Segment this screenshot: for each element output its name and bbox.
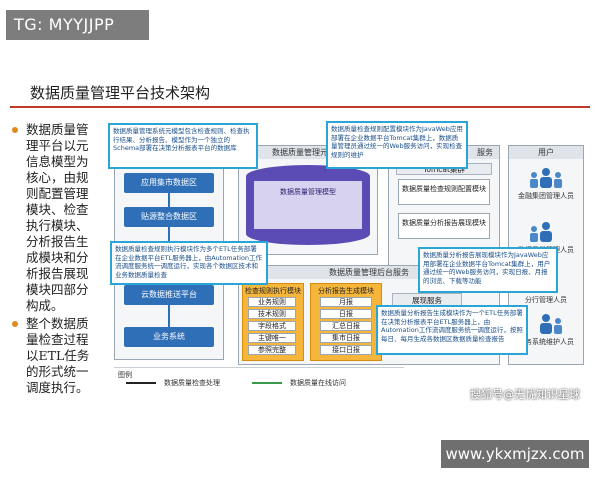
database-cylinder-icon: 数据质量管理模型 <box>246 165 370 245</box>
title-divider <box>10 106 590 108</box>
watermark-tag: TG: MYYJJPP <box>6 10 149 40</box>
bullet-dot-icon <box>12 127 18 133</box>
user-group-label: 分行管理人员 <box>525 296 567 304</box>
exec-item: 参照完整 <box>248 345 296 355</box>
bullet-text: 数据质量管理平台以元信息模型为核心，由规则配置管理模块、检查执行模块、分析报告生… <box>26 122 89 313</box>
callout-rule-exec: 数据质量检查规则执行模块作为多个ETL任务部署在企业数据平台ETL服务器上，由A… <box>110 241 268 285</box>
user-group-icon <box>528 167 564 189</box>
exec-item: 主键唯一 <box>248 333 296 343</box>
bullet-item: 数据质量管理平台以元信息模型为核心，由规则配置管理模块、检查执行模块、分析报告生… <box>10 122 96 314</box>
report-item: 接口日报 <box>320 345 372 355</box>
mart-data-zone: 应用集市数据区 <box>124 173 214 193</box>
report-item: 汇总日报 <box>320 321 372 331</box>
bullet-list: 数据质量管理平台以元信息模型为核心，由规则配置管理模块、检查执行模块、分析报告生… <box>10 122 96 398</box>
callout-report-display: 数据质量分析报告展现模块作为JavaWeb应用部署在企业数据平台Tomcat集群… <box>418 247 558 293</box>
user-group-icon <box>528 313 564 335</box>
model-table-grid <box>254 181 362 229</box>
exec-item: 技术规则 <box>248 309 296 319</box>
exec-item: 业务规则 <box>248 297 296 307</box>
source-data-zone: 贴源整合数据区 <box>124 207 214 227</box>
bullet-dot-icon <box>12 321 18 327</box>
watermark-url: www.ykxmjzx.com <box>441 440 589 468</box>
model-db-label: 数据质量管理模型 <box>280 188 336 196</box>
bullet-text: 整个数据质量检查过程以ETL任务的形式统一调度执行。 <box>26 316 90 395</box>
bullet-item: 整个数据质量检查过程以ETL任务的形式统一调度执行。 <box>10 316 96 396</box>
rule-config-module: 数据质量检查规则配置模块 <box>398 179 490 205</box>
user-group-label: 业务系统维护人员 <box>518 338 574 346</box>
callout-report-gen: 数据质量分析报告生成模块作为一个ETL任务部署在决策分析报表平台ETL服务器上，… <box>376 305 528 355</box>
architecture-diagram: 应用集市数据区 贴源整合数据区 云数据推送平台 业务系统 数据质量管理元信息 数… <box>100 115 590 395</box>
legend-item: 数据质量检查处理 <box>164 379 220 387</box>
legend-item: 数据质量在线访问 <box>290 379 346 387</box>
callout-metadata: 数据质量管理系统元模型包含检查规则、检查执行结果、分析报告、模型作为一个独立的S… <box>108 123 258 169</box>
legend-title: 图例 <box>118 371 132 379</box>
rule-exec-header: 检查规则执行模块 <box>245 287 301 295</box>
report-display-module: 数据质量分析报告展现模块 <box>398 213 490 239</box>
report-item: 日报 <box>320 309 372 319</box>
watermark-sohu: 搜狐号@无忧知识星球 <box>470 388 580 401</box>
callout-rule-config: 数据质量检查规则配置模块作为JavaWeb应用部署在企业数据平台Tomcat集群… <box>326 121 468 169</box>
report-item: 集市日报 <box>320 333 372 343</box>
flow-arrow <box>168 305 170 327</box>
user-group-label: 金融集团管理人员 <box>518 192 574 200</box>
business-systems: 业务系统 <box>124 327 214 347</box>
flow-arrow <box>168 193 170 207</box>
cloud-push-platform: 云数据推送平台 <box>124 285 214 305</box>
users-header: 用户 <box>509 146 583 159</box>
legend: 图例 数据质量检查处理 数据质量在线访问 <box>114 367 404 391</box>
page-title: 数据质量管理平台技术架构 <box>30 84 211 102</box>
legend-arrow-green-icon <box>252 382 282 384</box>
user-group-icon <box>528 221 564 243</box>
report-item: 月报 <box>320 297 372 307</box>
report-gen-header: 分析报告生成模块 <box>318 287 374 295</box>
exec-item: 字段格式 <box>248 321 296 331</box>
legend-arrow-solid-icon <box>126 382 156 384</box>
